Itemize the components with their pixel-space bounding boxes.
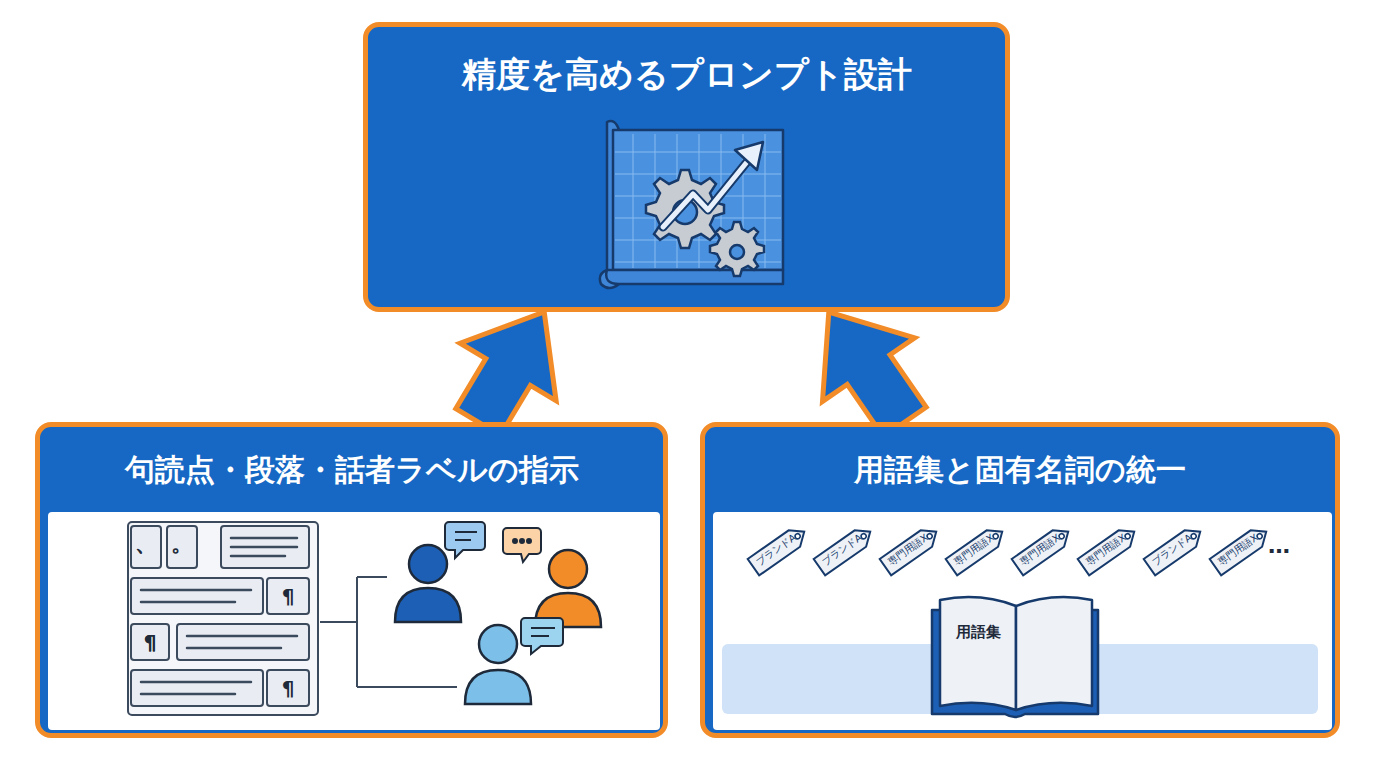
box-title: 用語集と固有名詞の統一 bbox=[705, 450, 1335, 491]
tag-shape bbox=[946, 523, 1008, 575]
process-box: 用語集と固有名詞の統一ブランドAブランドA専門用語X専門用語X専門用語X専門用語… bbox=[700, 422, 1340, 738]
tag-shape bbox=[1078, 523, 1140, 575]
tag-shape bbox=[1144, 523, 1206, 575]
tag-shape bbox=[880, 523, 942, 575]
punctuation-mark: 。 bbox=[171, 533, 193, 555]
punctuation-mark: 、 bbox=[135, 533, 157, 555]
tag-shape bbox=[814, 523, 876, 575]
box-title: 精度を高めるプロンプト設計 bbox=[368, 52, 1005, 98]
pilcrow-mark: ¶ bbox=[282, 678, 295, 698]
process-box: 精度を高めるプロンプト設計 bbox=[363, 22, 1010, 312]
process-box: 句読点・段落・話者ラベルの指示、。¶¶¶¶ bbox=[35, 422, 668, 738]
tag-shape bbox=[748, 523, 810, 575]
ellipsis-mark: … bbox=[1268, 535, 1290, 557]
tag-shape bbox=[1012, 523, 1074, 575]
box-title: 句読点・段落・話者ラベルの指示 bbox=[40, 450, 663, 491]
book-title: 用語集 bbox=[956, 625, 1001, 640]
pilcrow-mark: ¶ bbox=[144, 632, 157, 652]
tag-shape bbox=[1210, 523, 1272, 575]
pilcrow-mark: ¶ bbox=[282, 586, 295, 606]
block-arrow bbox=[456, 312, 556, 435]
block-arrow bbox=[823, 312, 927, 437]
